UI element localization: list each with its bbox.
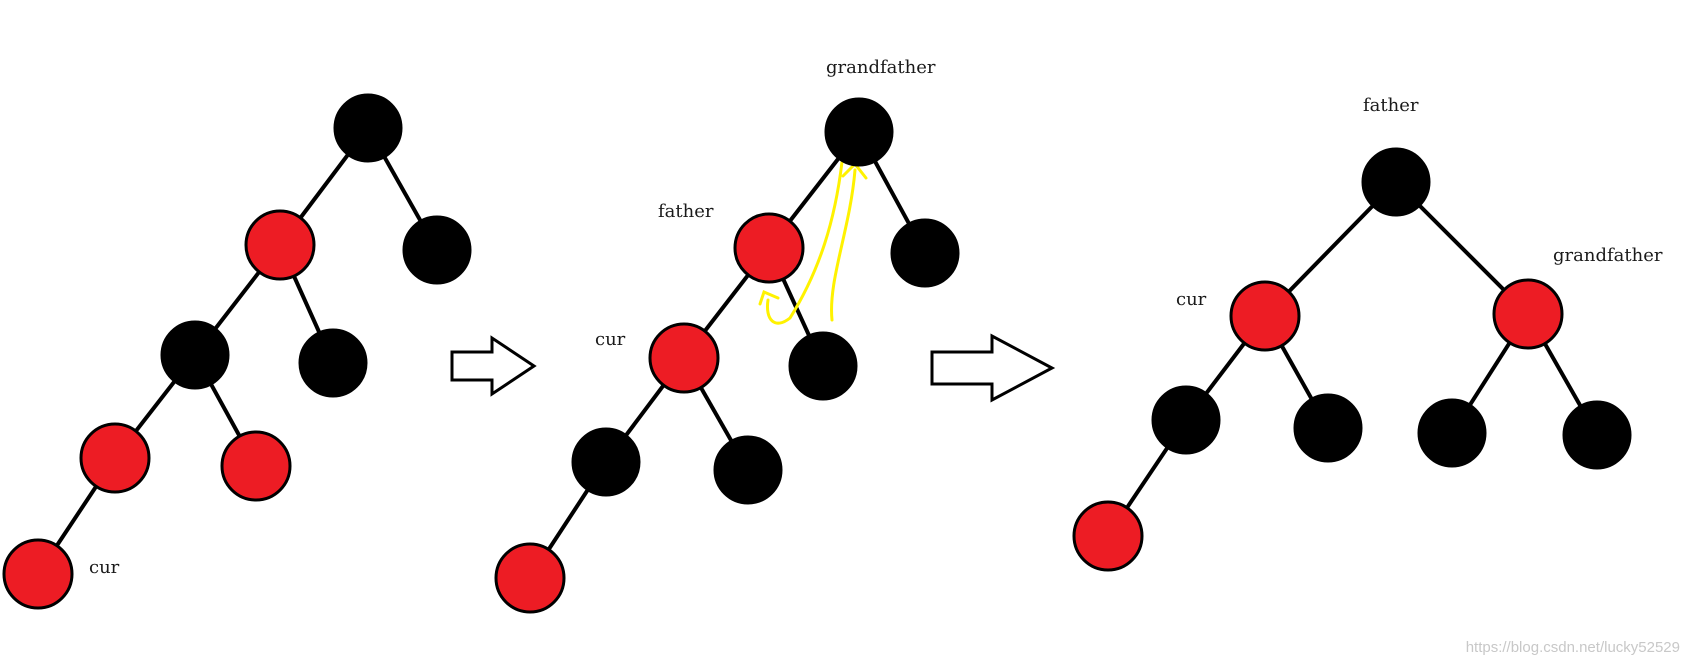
rotation-arrow-curve [765,160,844,325]
node-before-n6-red [79,422,151,494]
label-cur-rotating: cur [595,329,626,350]
transition-arrow-1 [450,335,537,397]
node-before-n5-black [298,328,368,398]
node-after-g-red [1492,278,1564,350]
label-cur-before: cur [89,557,120,578]
node-after-cll-red [1072,500,1144,572]
label-father-after: father [1363,95,1419,116]
node-before-n4-black [160,320,230,390]
watermark: https://blog.csdn.net/lucky52529 [1466,639,1680,656]
label-grandfather-rotating: grandfather [826,57,936,78]
node-after-f-black [1361,147,1431,217]
node-rotating-cl-black [571,427,641,497]
node-before-n1-black [333,93,403,163]
label-father-rotating: father [658,201,714,222]
node-after-cr-black [1293,393,1363,463]
node-before-n2-red [244,209,316,281]
node-after-gl-black [1417,398,1487,468]
node-rotating-cll-red [494,542,566,614]
label-grandfather-after: grandfather [1553,245,1663,266]
node-rotating-c-red [648,322,720,394]
nodes-layer [2,93,1632,614]
label-cur-after: cur [1176,289,1207,310]
node-after-gr-black [1562,400,1632,470]
node-rotating-cr-black [713,435,783,505]
node-before-n8-red [2,538,74,610]
transition-arrow-2 [930,333,1056,403]
rotation-arrow-up [830,168,857,322]
node-before-n3-black [402,215,472,285]
node-after-cl-black [1151,385,1221,455]
node-before-n7-red [220,430,292,502]
node-rotating-f-red [733,212,805,284]
rotation-highlight [758,160,868,325]
node-rotating-u-black [890,218,960,288]
node-after-c-red [1229,280,1301,352]
node-rotating-fr-black [788,331,858,401]
rotation-arrowhead-left [758,289,780,306]
node-rotating-g-black [824,97,894,167]
